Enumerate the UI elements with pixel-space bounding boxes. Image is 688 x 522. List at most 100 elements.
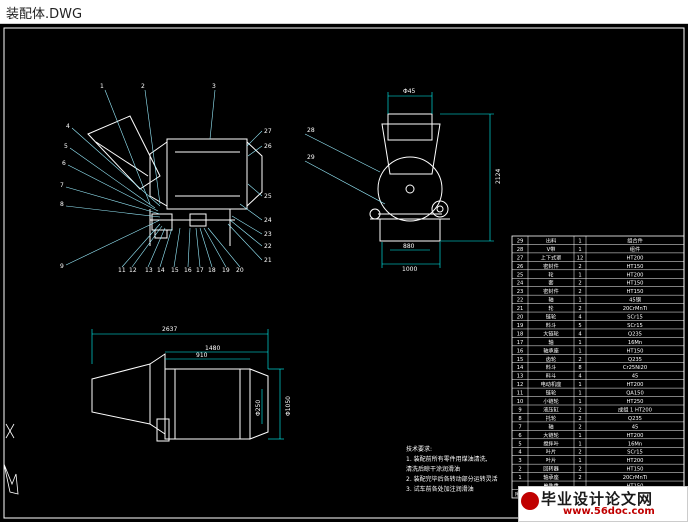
bom-cell: 2	[578, 264, 581, 270]
bom-cell: 13	[517, 374, 524, 380]
dimension-label: 880	[403, 243, 415, 250]
bom-cell: Q235	[628, 331, 642, 337]
callout-label: 17	[196, 267, 204, 274]
callout-label: 1	[100, 83, 104, 90]
bom-cell: 大链轮	[543, 329, 559, 337]
bom-cell: HT150	[627, 348, 644, 354]
bom-cell: 19	[517, 323, 524, 329]
callout-label: 26	[264, 143, 272, 150]
bom-cell: 组件	[630, 245, 640, 253]
bom-cell: Cr25Ni20	[623, 365, 647, 371]
callout-label: 22	[264, 243, 272, 250]
callout-label: 4	[66, 123, 70, 130]
bom-cell: 小链轮	[543, 397, 559, 405]
callout-label: 11	[118, 267, 126, 274]
bom-cell: 1	[518, 475, 521, 481]
bom-cell: 2	[578, 416, 581, 422]
bom-cell: 20CrMnTi	[623, 306, 648, 312]
bom-cell: 21	[517, 306, 524, 312]
bom-cell: 1	[578, 433, 581, 439]
callout-label: 19	[222, 267, 230, 274]
bom-cell: 2	[578, 281, 581, 287]
plan-view-labels: 2637 1480 910 Φ250 Φ1050	[162, 326, 292, 416]
bom-cell: 7	[518, 424, 521, 430]
bom-cell: 套	[548, 279, 554, 287]
bom-cell: QA150	[626, 391, 644, 397]
bom-cell: 组合件	[627, 236, 643, 244]
bom-cell: 4	[578, 315, 582, 321]
window-title-bar: 装配体.DWG	[0, 0, 688, 24]
note-line: 2. 装配完毕后各转动部分运转灵活	[406, 475, 498, 483]
dimension-label: Φ1050	[285, 396, 292, 416]
bom-cell: 20CrMnTi	[623, 475, 648, 481]
side-view-callouts: 1 2 3 4 5 6 7 8 9 27 26 25 24 23 22 21 1…	[60, 83, 272, 274]
bom-cell: Q235	[628, 357, 642, 363]
bom-cell: HT200	[627, 255, 644, 261]
bom-cell: 26	[517, 264, 524, 270]
callout-label: 23	[264, 231, 272, 238]
bom-cell: 轴	[548, 422, 553, 430]
callout-label: 8	[60, 201, 64, 208]
bom-cell: 电动机座	[541, 380, 562, 388]
bom-cell: 密封件	[543, 262, 559, 270]
plan-view-dims	[91, 329, 284, 440]
dimension-label: 1000	[402, 266, 417, 273]
bom-cell: 8	[578, 365, 581, 371]
dimension-label: 2124	[495, 169, 502, 184]
bom-cell: 2	[578, 407, 581, 413]
end-view	[369, 113, 450, 242]
callout-label: 16	[184, 267, 192, 274]
callout-label: 9	[60, 263, 64, 270]
edge-marks	[3, 423, 19, 495]
bom-cell: 16Mn	[628, 340, 642, 346]
bom-cell: 2	[578, 424, 581, 430]
bom-cell: HT250	[627, 399, 644, 405]
bom-border	[511, 235, 685, 499]
callout-label: 21	[264, 257, 272, 264]
bom-cell: 25	[517, 272, 524, 278]
bom-cell: 成组 1 HT200	[618, 405, 652, 413]
dimension-label: 1480	[205, 345, 220, 352]
bom-cell: 链轮	[546, 313, 556, 321]
end-view-leaders	[304, 133, 386, 205]
bom-cell: 轴	[548, 338, 553, 346]
bom-cell: 1	[578, 298, 581, 304]
bom-cell: 密封件	[543, 287, 559, 295]
bom-cell: 4	[578, 374, 582, 380]
callout-label: 3	[212, 83, 216, 90]
bom-cell: 1	[578, 340, 581, 346]
bom-cell: HT200	[627, 272, 644, 278]
bom-cell: 搅拌叶	[543, 439, 559, 447]
bom-cell: 22	[517, 298, 524, 304]
bom-cell: 1	[578, 238, 581, 244]
bom-cell: HT200	[627, 382, 644, 388]
bom-cell: 45	[632, 424, 639, 430]
bom-cell: 单件重	[543, 482, 559, 490]
site-watermark: 毕业设计论文网 www.56doc.com	[518, 486, 688, 522]
side-view-leaders	[65, 89, 263, 268]
bom-cell: 18	[517, 331, 524, 337]
bom-cell: 1	[578, 441, 581, 447]
bom-cell: 轴	[548, 296, 553, 304]
bom-cell: 2	[578, 450, 581, 456]
bom-cell: 16Mn	[628, 441, 642, 447]
note-line: 1. 装配前所有零件用煤油清洗,	[406, 455, 488, 463]
bom-cell: 上下式罩	[541, 253, 562, 261]
bom-cell: 12	[577, 255, 584, 261]
bom-cell: 托轮	[546, 414, 556, 422]
bom-cell: 45	[632, 374, 639, 380]
bom-cell: Q235	[628, 416, 642, 422]
bom-cell: 14	[517, 365, 524, 371]
bom-cell: 16	[517, 348, 524, 354]
notes-heading: 技术要求:	[406, 445, 432, 453]
bom-cell: 2	[578, 475, 581, 481]
end-view-labels: Φ45 2124 880 1000 28 29	[307, 88, 502, 273]
bom-cell: 1	[578, 391, 581, 397]
callout-label: 15	[171, 267, 179, 274]
bom-cell: 5	[518, 441, 521, 447]
drawing-canvas[interactable]: 1 2 3 4 5 6 7 8 9 27 26 25 24 23 22 21 1…	[0, 24, 688, 522]
bom-cell: 4	[578, 331, 582, 337]
bom-cell: 8	[518, 416, 521, 422]
callout-label: 7	[60, 182, 64, 189]
